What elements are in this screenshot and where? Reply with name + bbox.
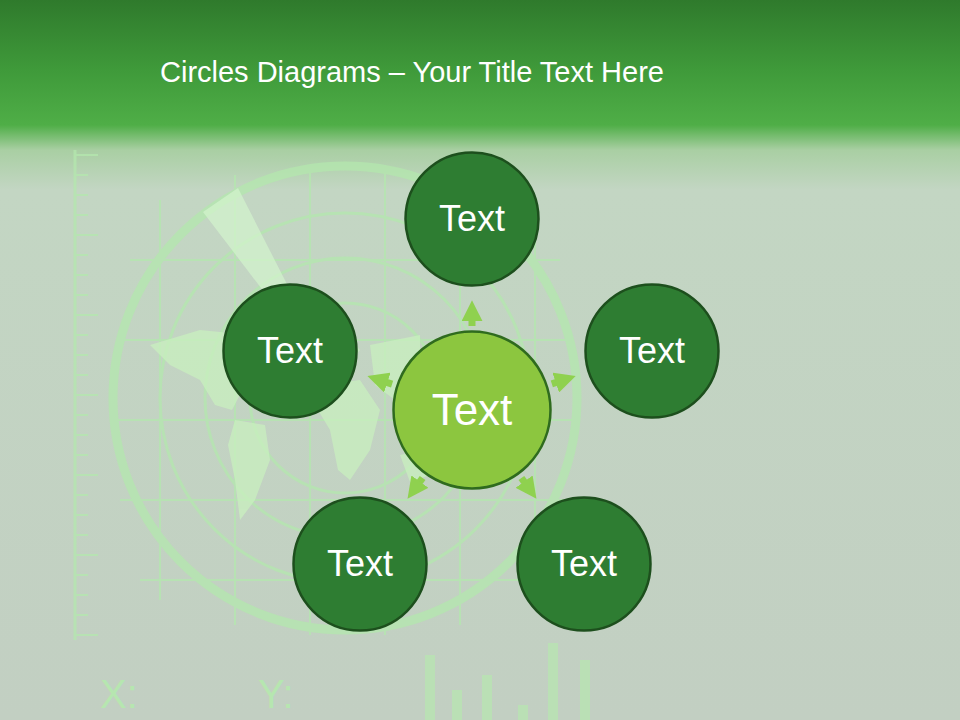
slide-title: Circles Diagrams – Your Title Text Here [160, 56, 664, 89]
node-text: Text [257, 330, 323, 372]
outer-circle: Text [584, 283, 720, 419]
outer-circle: Text [222, 283, 358, 419]
outer-circle: Text [292, 496, 428, 632]
arrow-connector [377, 379, 392, 384]
node-text: Text [619, 330, 685, 372]
arrow-connector [521, 478, 530, 490]
outer-circle: Text [516, 496, 652, 632]
axis-label: X: [100, 672, 138, 717]
node-text: Text [551, 543, 617, 585]
outer-circle: Text [404, 151, 540, 287]
node-text: Text [439, 198, 505, 240]
arrow-connector [469, 311, 476, 326]
axis-label: Y: [258, 672, 294, 717]
node-text: Text [327, 543, 393, 585]
node-text: Text [432, 385, 513, 435]
arrow-connector [552, 379, 566, 384]
center-circle: Text [392, 330, 552, 490]
arrow-connector [414, 478, 423, 490]
